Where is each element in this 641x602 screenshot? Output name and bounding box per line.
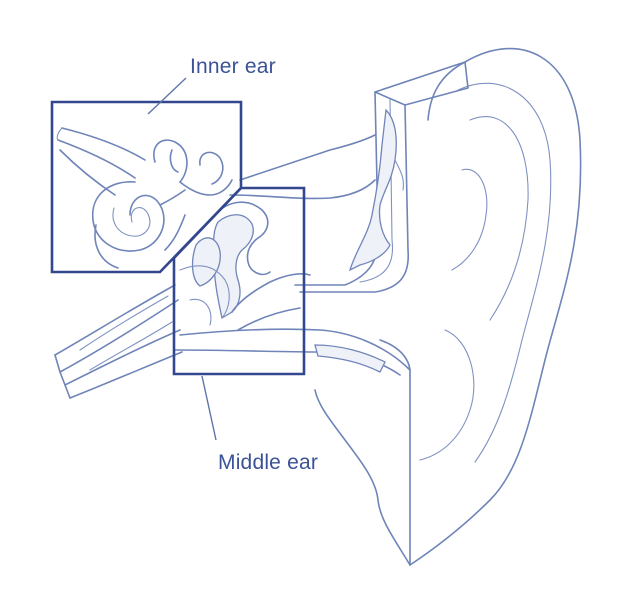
temporal-bone-ridge bbox=[229, 134, 376, 200]
eustachian-tube bbox=[54, 284, 183, 399]
ear-canal-floor bbox=[174, 328, 411, 376]
ear-canal-wall bbox=[294, 61, 469, 293]
middle-ear-label: Middle ear bbox=[218, 451, 319, 474]
inner-ear-leader-line bbox=[147, 77, 187, 115]
middle-ear-ossicles bbox=[179, 201, 311, 331]
outer-ear-pinna bbox=[314, 47, 582, 566]
inner-ear-label: Inner ear bbox=[190, 55, 276, 78]
middle-ear-inset-frame bbox=[172, 186, 306, 376]
cochlea-and-canals bbox=[56, 127, 233, 269]
middle-ear-leader-line bbox=[201, 375, 217, 441]
